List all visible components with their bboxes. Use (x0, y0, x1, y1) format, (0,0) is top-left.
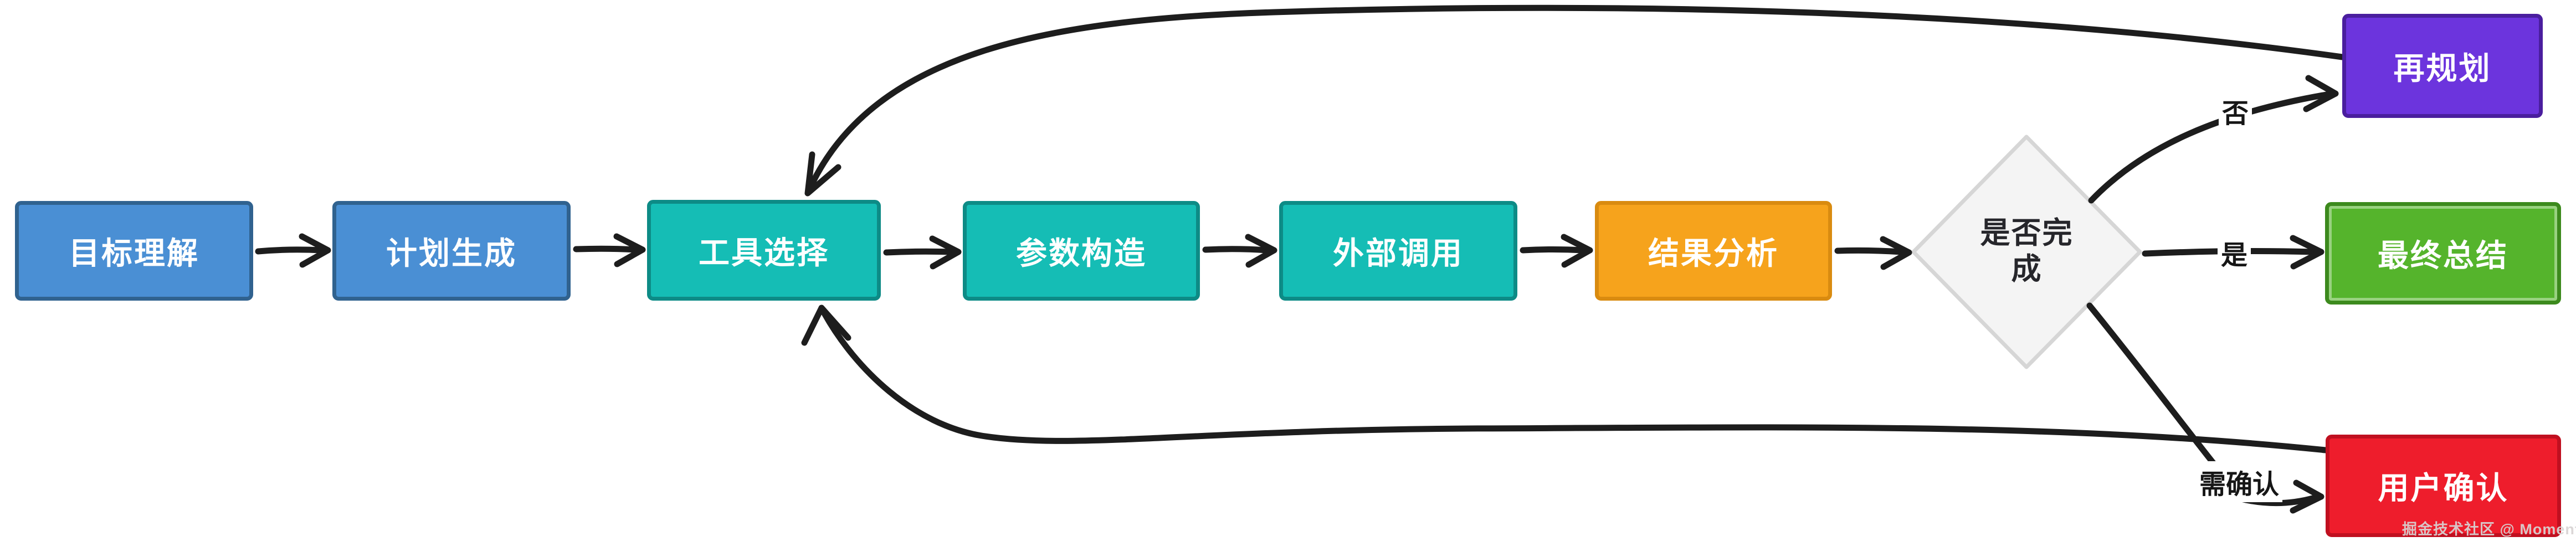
node-result-analysis: 结果分析 (1595, 201, 1832, 301)
watermark-text: 掘金技术社区 @ Moment (2402, 521, 2576, 538)
edge-label-yes: 是 (2217, 232, 2251, 273)
node-parameter-construction: 参数构造 (963, 201, 1200, 301)
node-replan: 再规划 (2342, 14, 2543, 118)
arrow-confirm-loop-to-tool (801, 305, 2329, 453)
node-goal-understanding: 目标理解 (15, 201, 253, 301)
arrow-goal-to-plan (255, 233, 331, 268)
arrow-param-to-call (1202, 234, 1277, 268)
arrow-tool-to-param (883, 235, 962, 270)
decision-diamond-shape (1911, 135, 2142, 369)
node-label: 用户确认 (2378, 471, 2509, 505)
edge-label-no: 否 (2218, 90, 2252, 131)
node-label: 目标理解 (69, 235, 199, 271)
node-plan-generation: 计划生成 (332, 201, 571, 301)
edge-label-need-confirm: 需确认 (2195, 461, 2283, 502)
node-label: 最终总结 (2378, 238, 2508, 273)
node-label: 工具选择 (699, 235, 829, 270)
arrow-plan-to-tool (573, 233, 646, 267)
node-label: 计划生成 (386, 235, 517, 271)
node-user-confirmation: 用户确认 (2326, 435, 2561, 537)
node-label: 结果分析 (1648, 235, 1779, 271)
node-label: 参数构造 (1016, 235, 1147, 271)
arrow-replan-loop-to-tool (804, 4, 2346, 197)
node-final-summary: 最终总结 (2325, 202, 2561, 305)
node-label: 外部调用 (1333, 235, 1464, 271)
arrow-result-to-decision (1834, 236, 1912, 270)
node-external-call: 外部调用 (1279, 201, 1517, 301)
node-tool-selection: 工具选择 (647, 200, 881, 301)
node-label: 再规划 (2393, 50, 2492, 86)
node-decision-complete: 是否完成 (1980, 216, 2074, 286)
arrow-decision-no-to-replan (2088, 75, 2339, 204)
arrow-call-to-result (1520, 234, 1593, 268)
